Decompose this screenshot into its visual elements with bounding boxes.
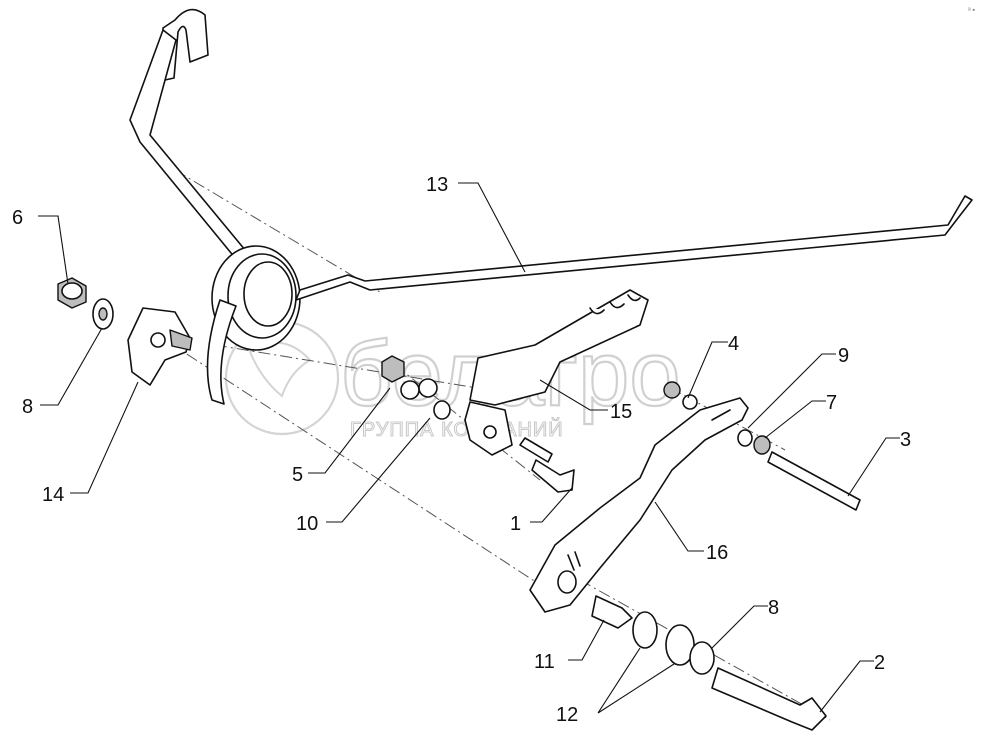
upper-right-fasteners (663, 381, 698, 410)
callout-13: 13 (426, 174, 448, 196)
rod-and-washers (737, 429, 861, 511)
callout-1: 1 (510, 513, 521, 535)
callout-12: 12 (556, 704, 578, 726)
callout-15: 15 (610, 401, 632, 423)
watermark-tagline: ГРУППА КОМПАНИЙ (350, 417, 564, 441)
callout-4: 4 (728, 333, 739, 355)
callout-11: 11 (534, 651, 555, 673)
callout-9: 9 (838, 345, 849, 367)
lower-assembly (591, 595, 827, 731)
left-fasteners (57, 277, 114, 330)
lever-arm (529, 397, 749, 613)
short-bolts (519, 437, 575, 493)
callouts: 6 8 14 13 5 10 15 1 4 9 7 3 16 11 12 8 2 (12, 174, 911, 726)
callout-7: 7 (826, 392, 837, 414)
callout-10: 10 (296, 513, 318, 535)
callout-16: 16 (706, 542, 728, 564)
middle-fasteners (381, 355, 451, 420)
callout-6: 6 (12, 207, 23, 229)
callout-3: 3 (900, 429, 911, 451)
watermark: белагро ГРУППА КОМПАНИЙ (224, 320, 682, 442)
latch-plate (464, 289, 649, 456)
callout-8-upper: 8 (22, 396, 33, 418)
bracket-plate (127, 307, 193, 386)
torsion-spring-rod (129, 8, 973, 405)
callout-8-lower: 8 (768, 597, 779, 619)
callout-5: 5 (292, 464, 303, 486)
callout-2: 2 (874, 652, 885, 674)
corner-mark: ᵃ ▪ (968, 7, 976, 14)
callout-14: 14 (42, 484, 64, 506)
